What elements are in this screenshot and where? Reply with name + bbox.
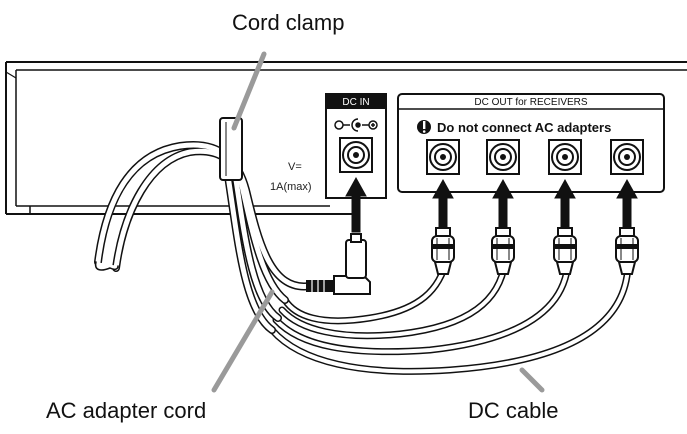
dc-out-plug-2 bbox=[491, 227, 515, 275]
cord-clamp-label: Cord clamp bbox=[232, 10, 344, 35]
dc-plug bbox=[306, 233, 371, 295]
dc-cable bbox=[268, 254, 632, 375]
cord-clamp bbox=[219, 117, 243, 181]
dc-in-jack bbox=[339, 137, 373, 173]
leader-cord-clamp bbox=[231, 51, 267, 131]
dc-out-panel: DC OUT for RECEIVERS Do not connect AC a… bbox=[397, 93, 665, 193]
dc-out-jack-4 bbox=[610, 139, 644, 175]
dc-out-jacks bbox=[426, 139, 644, 175]
exclamation-icon bbox=[417, 120, 431, 134]
arrow-dc-out-1 bbox=[432, 178, 454, 231]
leader-ac-cord bbox=[211, 289, 275, 393]
warning-text: Do not connect AC adapters bbox=[437, 120, 611, 135]
arrows-dc-out bbox=[432, 178, 638, 231]
arrow-dc-in bbox=[345, 176, 367, 233]
insertion-arrows bbox=[345, 176, 638, 233]
polarity-symbol-icon bbox=[334, 118, 378, 132]
dc-out-jack-1 bbox=[426, 139, 460, 175]
dc-out-jack-2 bbox=[486, 139, 520, 175]
dc-out-plugs bbox=[431, 227, 639, 275]
dc-out-label: DC OUT for RECEIVERS bbox=[474, 97, 587, 108]
ac-adapter-cord-label: AC adapter cord bbox=[46, 398, 206, 423]
device-back-panel bbox=[5, 61, 687, 215]
rating-current: 1A(max) bbox=[270, 181, 312, 193]
dc-out-plug-3 bbox=[553, 227, 577, 275]
dc-in-label: DC IN bbox=[342, 97, 369, 108]
leader-dc-cable bbox=[519, 367, 545, 393]
dc-out-plug-4 bbox=[615, 227, 639, 275]
ac-adapter-cord bbox=[94, 140, 314, 334]
rating-voltage: V= bbox=[288, 161, 302, 173]
dc-out-plug-1 bbox=[431, 227, 455, 275]
dc-out-jack-3 bbox=[548, 139, 582, 175]
leader-lines bbox=[211, 51, 545, 393]
dc-cable-label: DC cable bbox=[468, 398, 558, 423]
